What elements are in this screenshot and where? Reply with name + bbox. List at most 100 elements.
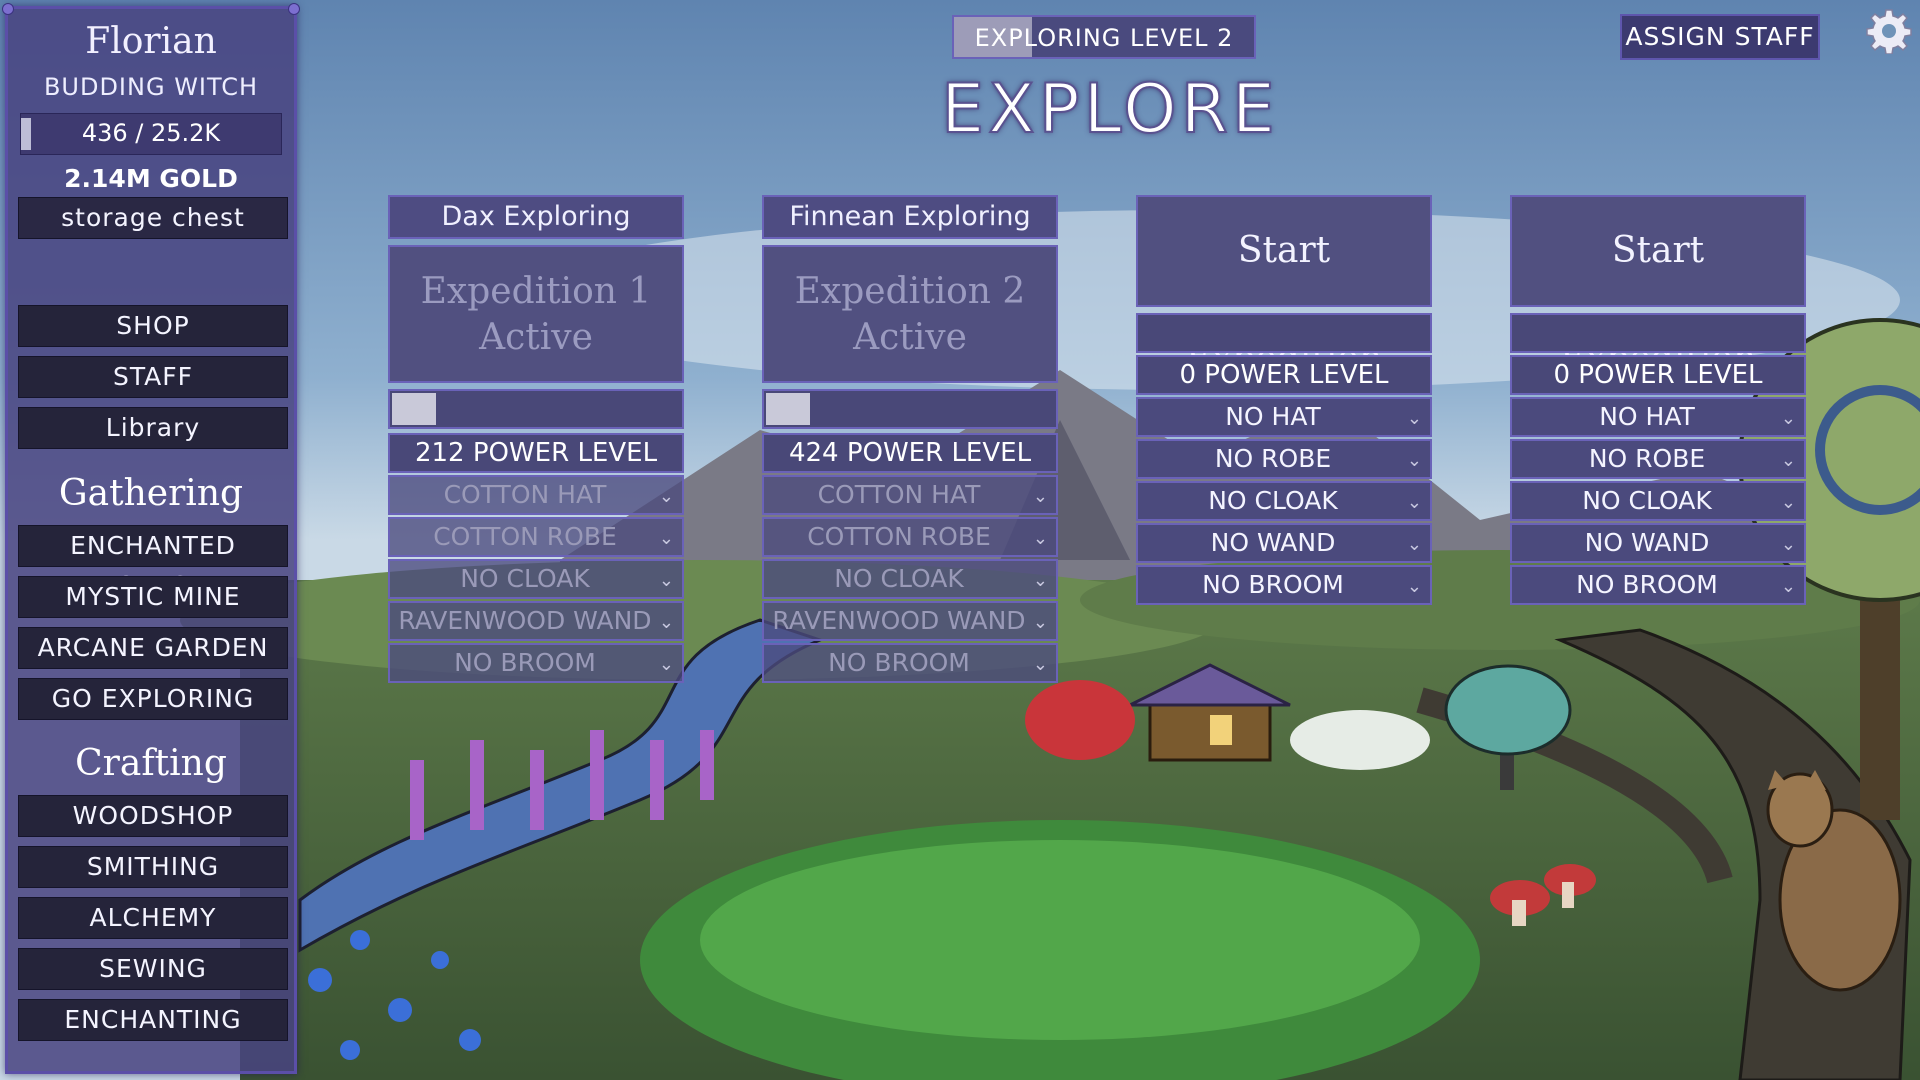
start-expedition-button[interactable]: Start Expedition — [1136, 195, 1432, 379]
robe-select-value: COTTON ROBE — [807, 522, 991, 551]
cloak-select-value: NO CLOAK — [460, 564, 590, 593]
robe-select[interactable]: COTTON ROBE⌄ — [762, 517, 1058, 557]
hat-select[interactable]: COTTON HAT ⌄ — [762, 475, 1058, 515]
expedition-progress-bar — [1510, 313, 1806, 353]
wand-select[interactable]: RAVENWOOD WAND ⌄ — [762, 601, 1058, 641]
wand-select-value: NO WAND — [1210, 528, 1336, 557]
hat-select-value: NO HAT — [1599, 402, 1695, 431]
chevron-down-icon: ⌄ — [658, 486, 674, 507]
cloak-select[interactable]: NO CLOAK⌄ — [762, 559, 1058, 599]
gear-icon[interactable] — [1866, 8, 1912, 54]
chevron-down-icon: ⌄ — [1406, 408, 1422, 429]
expedition-progress-fill — [766, 393, 810, 425]
expedition-status-line2: Active — [853, 317, 967, 358]
chevron-down-icon: ⌄ — [1406, 450, 1422, 471]
sidebar-item-alchemy[interactable]: ALCHEMY — [18, 897, 288, 939]
foxglove-flowers — [410, 730, 714, 840]
broom-select[interactable]: NO BROOM ⌄ — [762, 643, 1058, 683]
wand-select-value: RAVENWOOD WAND — [772, 606, 1026, 635]
river — [298, 618, 825, 953]
exploring-level-bar: EXPLORING LEVEL 2 — [952, 15, 1256, 59]
broom-select-value: NO BROOM — [1576, 570, 1718, 599]
hat-select-value: NO HAT — [1225, 402, 1321, 431]
xp-text: 436 / 25.2K — [81, 119, 221, 147]
sidebar-item-enchanted-forest[interactable]: ENCHANTED FOREST — [18, 525, 288, 600]
chevron-down-icon: ⌄ — [658, 654, 674, 675]
expedition-status-line1: Expedition 1 — [420, 271, 652, 312]
frame-corner-ornament — [288, 3, 300, 15]
sidebar-item-staff[interactable]: STAFF — [18, 356, 288, 398]
chevron-down-icon: ⌄ — [1780, 492, 1796, 513]
expedition-progress-bar — [762, 389, 1058, 429]
assign-staff-button[interactable]: ASSIGN STAFF — [1620, 14, 1820, 60]
explorer-header: Finnean Exploring — [762, 195, 1058, 239]
gathering-heading: Gathering — [58, 473, 244, 514]
chevron-down-icon: ⌄ — [658, 528, 674, 549]
cloak-select[interactable]: NO CLOAK ⌄ — [1136, 481, 1432, 521]
robe-select[interactable]: NO ROBE⌄ — [1510, 439, 1806, 479]
chevron-down-icon: ⌄ — [1406, 492, 1422, 513]
power-level: 424 POWER LEVEL — [762, 433, 1058, 473]
hat-select[interactable]: NO HAT⌄ — [1510, 397, 1806, 437]
frame-corner-ornament — [2, 3, 14, 15]
start-expedition-button[interactable]: Start Expedition — [1510, 195, 1806, 379]
sidebar: Florian BUDDING WITCH 436 / 25.2K 2.14M … — [2, 3, 300, 1074]
page-title: EXPLORE — [940, 69, 1279, 150]
chevron-down-icon: ⌄ — [1780, 576, 1796, 597]
xp-fill — [21, 118, 31, 150]
sidebar-item-woodshop[interactable]: WOODSHOP — [18, 795, 288, 837]
chevron-down-icon: ⌄ — [1032, 486, 1048, 507]
chevron-down-icon: ⌄ — [1406, 576, 1422, 597]
chevron-down-icon: ⌄ — [1406, 534, 1422, 555]
sidebar-item-shop[interactable]: SHOP — [18, 305, 288, 347]
player-name: Florian — [85, 21, 217, 62]
cloak-select[interactable]: NO CLOAK ⌄ — [388, 559, 684, 599]
chevron-down-icon: ⌄ — [1780, 534, 1796, 555]
power-level: 212 POWER LEVEL — [388, 433, 684, 473]
broom-select[interactable]: NO BROOM ⌄ — [388, 643, 684, 683]
broom-select-value: NO BROOM — [1202, 570, 1344, 599]
hat-select-value: COTTON HAT — [817, 480, 981, 509]
sidebar-item-library[interactable]: Library — [18, 407, 288, 449]
chevron-down-icon: ⌄ — [1032, 654, 1048, 675]
power-level: 0 POWER LEVEL — [1510, 355, 1806, 395]
exploring-level-label: EXPLORING LEVEL 2 — [974, 24, 1234, 52]
hat-select[interactable]: NO HAT ⌄ — [1136, 397, 1432, 437]
player-rank: BUDDING WITCH — [43, 73, 259, 101]
cloak-select-value: NO CLOAK — [1582, 486, 1712, 515]
sidebar-item-arcane-garden[interactable]: ARCANE GARDEN — [18, 627, 288, 669]
expedition-status: Expedition 1 Active — [388, 245, 684, 383]
broom-select[interactable]: NO BROOM ⌄ — [1136, 565, 1432, 605]
cloak-select[interactable]: NO CLOAK ⌄ — [1510, 481, 1806, 521]
wand-select[interactable]: RAVENWOOD WAND⌄ — [388, 601, 684, 641]
cottage — [1129, 663, 1291, 762]
sidebar-item-go-exploring[interactable]: GO EXPLORING — [18, 678, 288, 720]
expedition-progress-bar — [1136, 313, 1432, 353]
cloak-select-value: NO CLOAK — [1208, 486, 1338, 515]
expedition-progress-bar — [388, 389, 684, 429]
sidebar-item-enchanting[interactable]: ENCHANTING — [18, 999, 288, 1041]
exploring-level-fill — [954, 17, 1032, 57]
wand-select[interactable]: NO WAND ⌄ — [1136, 523, 1432, 563]
expedition-status-line1: Expedition 2 — [794, 271, 1026, 312]
chevron-down-icon: ⌄ — [1032, 570, 1048, 591]
broom-select-value: NO BROOM — [454, 648, 596, 677]
xp-bar: 436 / 25.2K — [20, 113, 282, 155]
broom-select-value: NO BROOM — [828, 648, 970, 677]
chevron-down-icon: ⌄ — [1032, 612, 1048, 633]
wand-select-value: NO WAND — [1584, 528, 1710, 557]
sidebar-item-smithing[interactable]: SMITHING — [18, 846, 288, 888]
sidebar-item-mystic-mine[interactable]: MYSTIC MINE — [18, 576, 288, 618]
chevron-down-icon: ⌄ — [1780, 450, 1796, 471]
broom-select[interactable]: NO BROOM ⌄ — [1510, 565, 1806, 605]
hat-select[interactable]: COTTON HAT⌄ — [388, 475, 684, 515]
robe-select[interactable]: NO ROBE⌄ — [1136, 439, 1432, 479]
deer — [1766, 770, 1902, 992]
robe-select[interactable]: COTTON ROBE⌄ — [388, 517, 684, 557]
chevron-down-icon: ⌄ — [658, 570, 674, 591]
crafting-heading: Crafting — [75, 743, 227, 784]
wand-select[interactable]: NO WAND ⌄ — [1510, 523, 1806, 563]
sidebar-item-sewing[interactable]: SEWING — [18, 948, 288, 990]
storage-chest-button[interactable]: storage chest — [18, 197, 288, 239]
gold-amount: 2.14M GOLD — [64, 164, 238, 193]
